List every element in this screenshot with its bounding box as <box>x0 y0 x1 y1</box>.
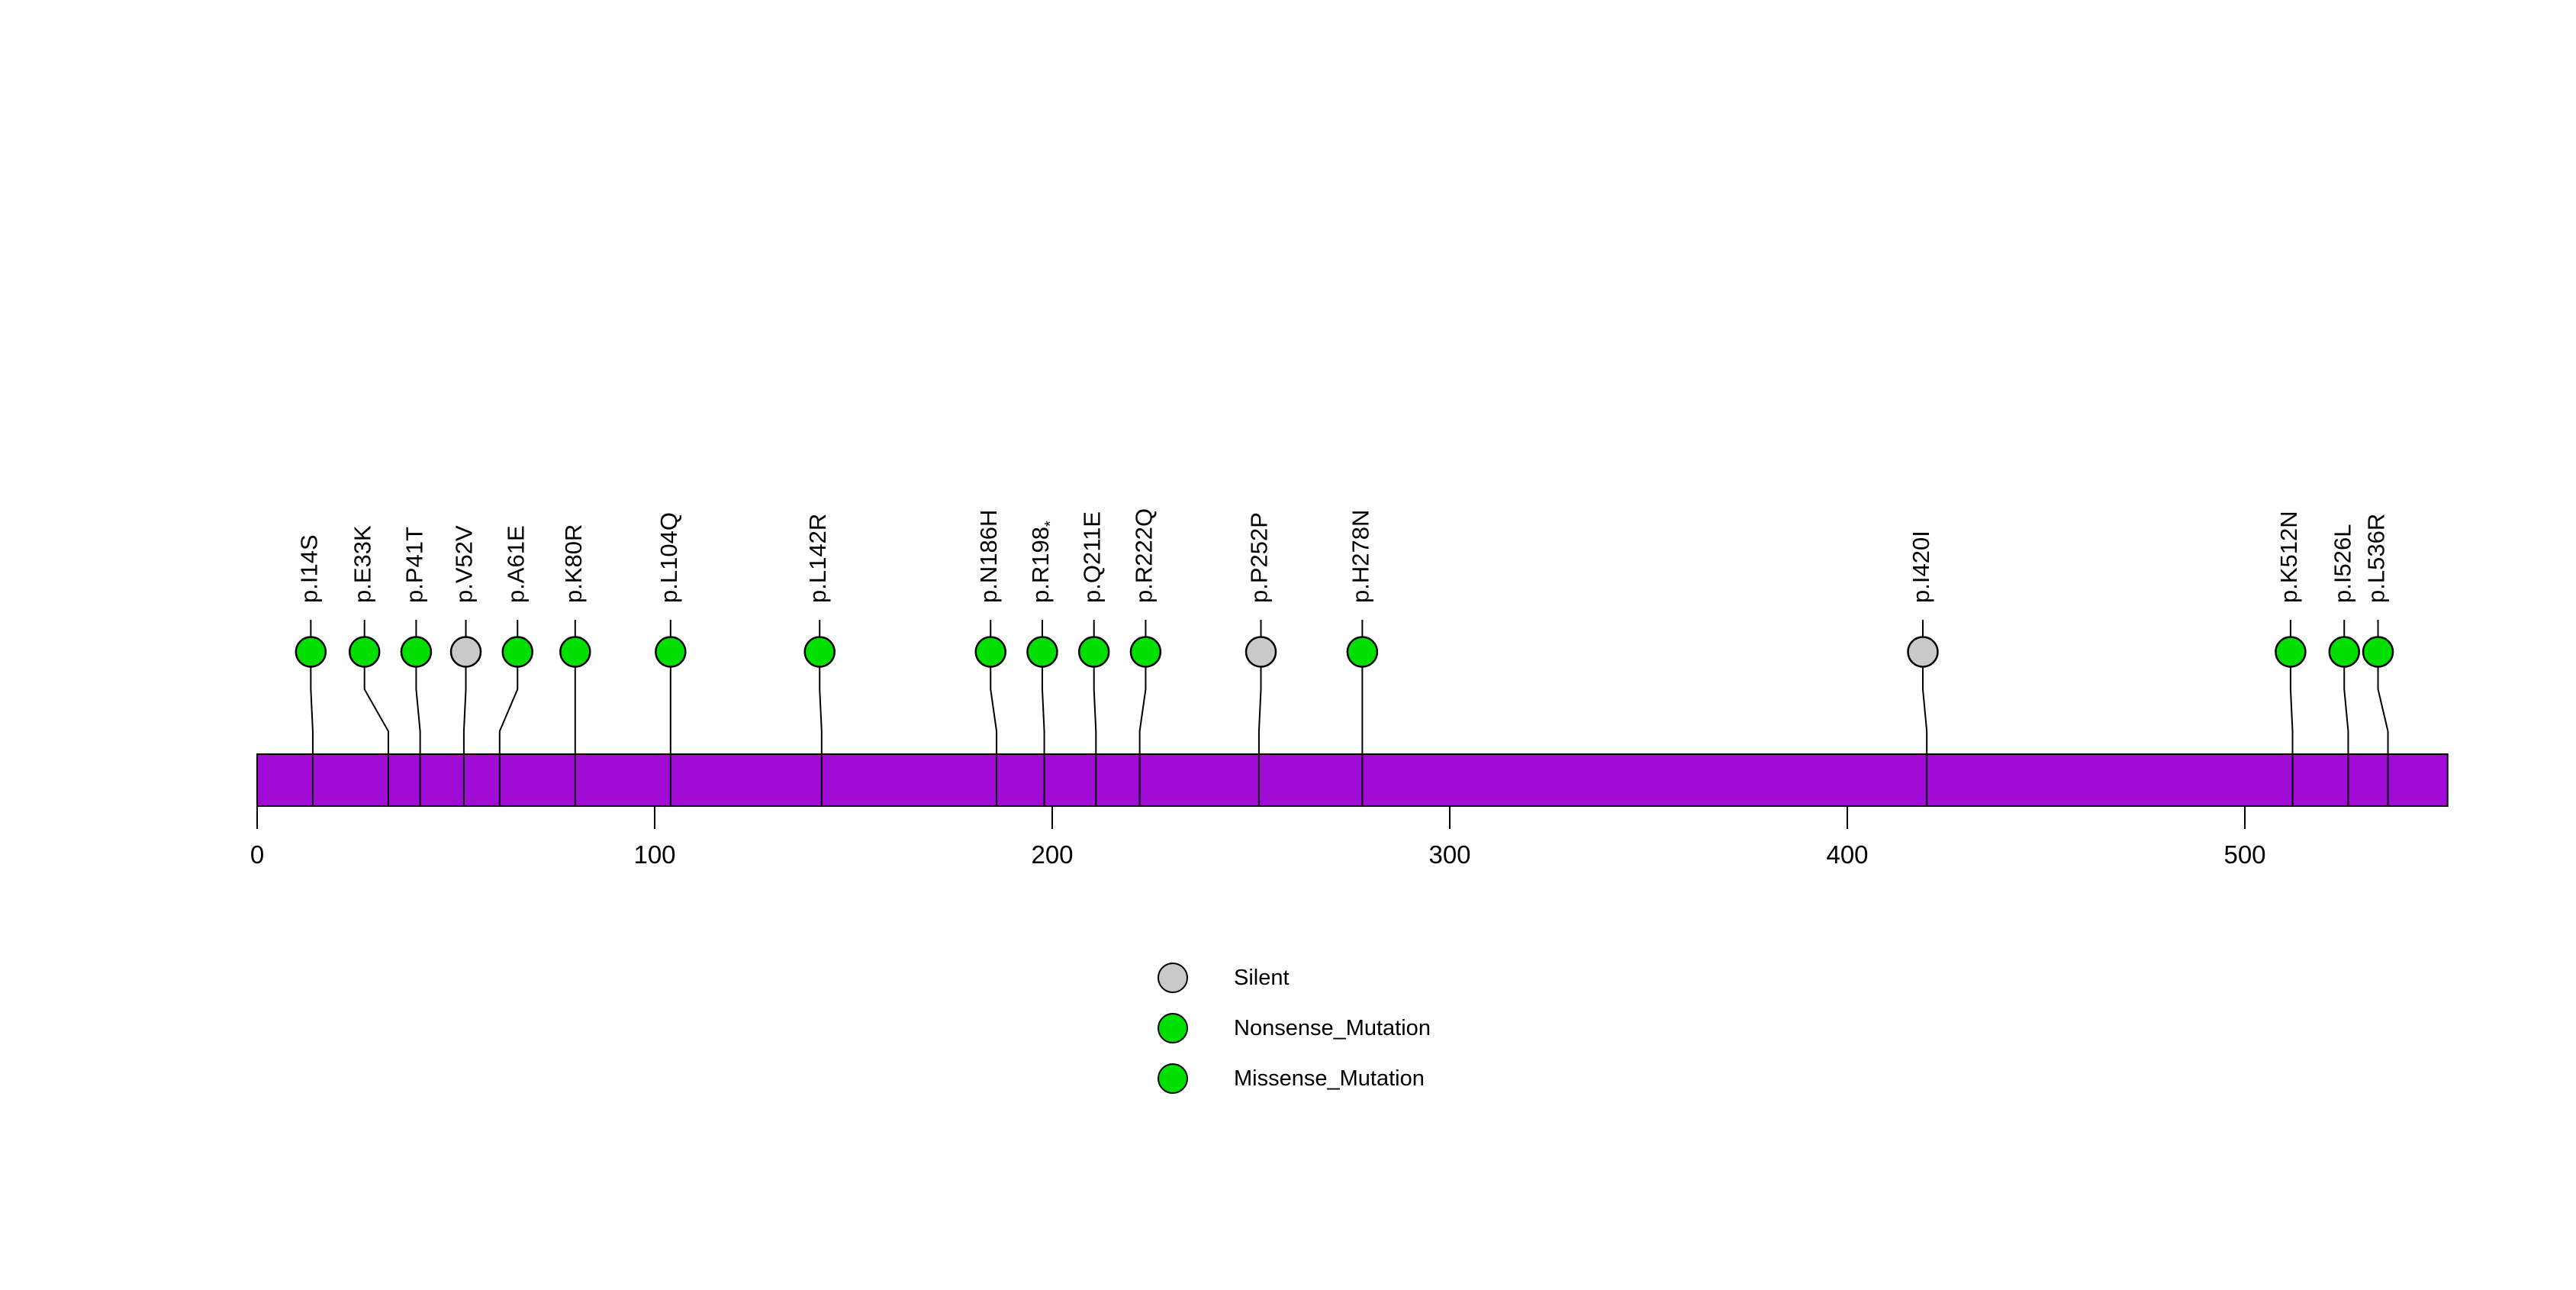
legend-label: Silent <box>1234 966 1290 990</box>
mutation-label: p.L104Q <box>655 512 682 603</box>
mutation-circle <box>295 636 327 668</box>
mutation-circle <box>1129 636 1162 668</box>
mutation-circle <box>501 636 534 668</box>
mutation-label: p.L536R <box>2363 514 2390 603</box>
mutation-circle <box>974 636 1006 668</box>
axis-tick-label: 100 <box>633 840 675 869</box>
protein-backbone-layer <box>256 753 2449 807</box>
mutation-circle <box>2328 636 2360 668</box>
mutation-circle <box>2275 636 2307 668</box>
mutation-label: p.Q211E <box>1079 511 1106 603</box>
mutation-circle <box>559 636 591 668</box>
mutation-circle <box>803 636 836 668</box>
mutation-label: p.L142R <box>804 514 831 603</box>
mutation-label: p.R198* <box>1027 521 1059 603</box>
mutation-circle <box>449 636 482 668</box>
mutation-label: p.I526L <box>2329 524 2355 603</box>
mutation-label: p.P252P <box>1246 512 1273 603</box>
mutation-label: p.A61E <box>502 525 529 603</box>
axis-tick-label: 400 <box>1826 840 1868 869</box>
legend-label: Missense_Mutation <box>1234 1066 1425 1091</box>
legend-swatch <box>1158 1013 1188 1043</box>
legend-swatch <box>1158 963 1188 993</box>
legend-swatch <box>1158 1063 1188 1094</box>
mutation-circle <box>1346 636 1379 668</box>
mutation-label: p.P41T <box>401 527 427 603</box>
mutation-circle <box>2362 636 2394 668</box>
mutation-label: p.E33K <box>349 525 376 603</box>
mutation-circle <box>1077 636 1110 668</box>
mutation-label: p.R222Q <box>1130 508 1157 603</box>
mutation-circle <box>348 636 381 668</box>
mutation-points-layer <box>295 636 2394 668</box>
axis-tick-label: 300 <box>1428 840 1470 869</box>
axis-tick-label: 500 <box>2223 840 2265 869</box>
legend-label: Nonsense_Mutation <box>1234 1016 1431 1040</box>
axis-tick-label: 0 <box>250 840 264 869</box>
mutation-label: p.H278N <box>1347 510 1373 603</box>
mutation-label: p.K80R <box>560 524 587 603</box>
mutation-circle <box>400 636 433 668</box>
mutation-label: p.K512N <box>2275 511 2302 603</box>
mutation-circle <box>1245 636 1277 668</box>
mutation-label: p.I420I <box>1908 531 1934 603</box>
mutation-labels-layer: p.I14S p.E33K p.P41T p.V52V p.A61E p.K80R p.L1… <box>295 508 2389 603</box>
mutation-label: p.N186H <box>975 510 1002 603</box>
x-axis-layer: 0 100 200 300 400 500 <box>250 806 2266 869</box>
mutation-label: p.I14S <box>295 534 322 603</box>
mutation-circle <box>1026 636 1058 668</box>
mutation-circle <box>1907 636 1939 668</box>
axis-tick-label: 200 <box>1031 840 1073 869</box>
mutation-circle <box>655 636 687 668</box>
protein-bar <box>256 753 2449 807</box>
mutation-label: p.V52V <box>451 525 478 603</box>
